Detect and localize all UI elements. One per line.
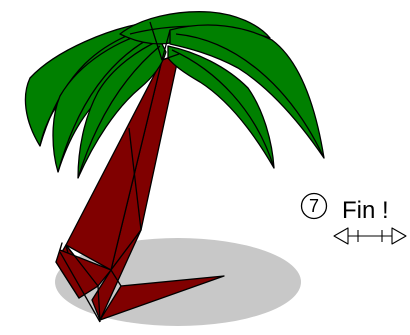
palm-trunk xyxy=(55,53,225,323)
palm-leaves xyxy=(24,11,325,179)
step-number-circle xyxy=(300,192,328,220)
step-caption: Fin ! xyxy=(342,197,389,224)
step-number: 7 xyxy=(308,196,319,216)
double-arrow-icon xyxy=(333,227,407,245)
